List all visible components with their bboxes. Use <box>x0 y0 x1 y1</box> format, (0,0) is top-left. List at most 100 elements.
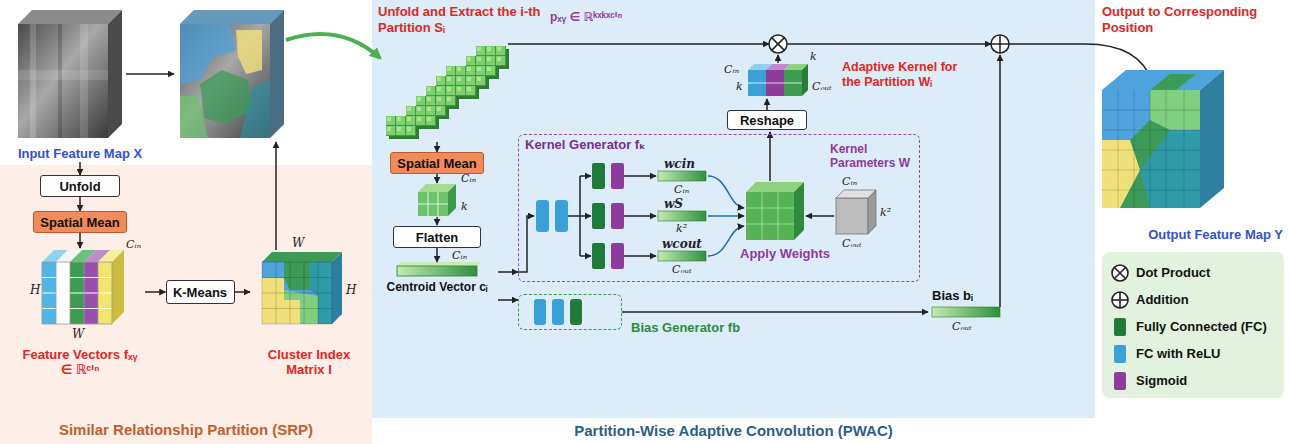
fc-sigmoid-pairs <box>611 163 624 189</box>
input-feature-map <box>18 24 108 138</box>
partition-voxels <box>476 46 506 56</box>
feature-vector-cube <box>84 262 85 324</box>
flow-line <box>508 43 769 45</box>
fc-relu-pair <box>555 200 568 232</box>
legend-swatch <box>1114 345 1126 363</box>
module-band: Similar Relationship Partition (SRP)Unfo… <box>0 165 372 444</box>
dimension-label: k² <box>676 222 687 235</box>
legend-symbol <box>1110 290 1130 310</box>
feature-vector-cube <box>42 262 112 324</box>
cluster-index-matrix <box>262 293 332 294</box>
weight-arrows <box>624 255 656 257</box>
dimension-label: k <box>810 50 817 63</box>
apply-arrows <box>708 226 744 256</box>
group-heading: Kernel Generator fₖ <box>525 137 645 152</box>
connector <box>436 142 438 152</box>
bias-layers <box>570 299 582 325</box>
partitioned-feature-map <box>200 70 252 124</box>
apply-arrows <box>708 176 744 208</box>
legend-text: Dot Product <box>1136 265 1210 280</box>
legend-swatch <box>1114 318 1126 336</box>
feature-vector-cube <box>56 262 57 324</box>
generator-group: Bias Generator fb <box>518 294 622 330</box>
box-label: Spatial Mean <box>397 156 476 171</box>
input-feature-map <box>80 24 88 138</box>
partitioned-feature-map <box>270 10 284 138</box>
bias-vector <box>932 307 1000 317</box>
flow-arrow <box>766 99 768 110</box>
process-box: Unfold <box>40 175 120 197</box>
input-feature-map <box>18 10 122 138</box>
weighted-kernel-cube <box>746 224 794 225</box>
weighted-kernel-cube <box>746 182 804 240</box>
weight-arrows <box>624 176 656 256</box>
fc-sigmoid-pairs <box>592 163 624 269</box>
dimension-label: W <box>292 236 304 250</box>
partition-voxels <box>386 126 416 136</box>
connector <box>622 311 928 313</box>
feature-vector-cube <box>42 277 112 278</box>
weighted-kernel-cube <box>778 192 779 240</box>
dimension-label: Cₒᵤₜ <box>812 80 832 93</box>
weighted-kernel-cube <box>746 208 794 209</box>
connector <box>79 197 81 211</box>
weighted-kernel-cube <box>746 192 794 240</box>
bias-vector <box>932 307 1000 317</box>
connector <box>79 162 81 175</box>
legend-symbol <box>1114 267 1125 278</box>
dimension-label: Cₒᵤₜ <box>672 263 692 276</box>
cluster-index-matrix <box>262 262 332 324</box>
feature-vector-cube <box>42 308 112 309</box>
feature-map-figure: Output Feature Map Y <box>1097 64 1287 242</box>
legend-symbol <box>1112 265 1128 281</box>
connector <box>235 291 251 293</box>
legend-text: Addition <box>1136 292 1189 307</box>
bias-layers <box>534 299 546 325</box>
bias-layers <box>552 299 564 325</box>
feature-vector-cube <box>42 292 112 293</box>
centroid-bar <box>397 262 481 266</box>
kernel-parameter-cube <box>836 198 868 234</box>
branch-arrows <box>580 175 591 177</box>
flow-line <box>787 43 991 45</box>
adaptive-kernel <box>748 83 802 84</box>
cluster-index-matrix <box>262 252 342 324</box>
feature-vector-cube <box>42 262 112 324</box>
dimension-label: Cᵢₙ <box>126 238 141 251</box>
panel-ground <box>372 0 1095 418</box>
annotation: Kernel Parameters W <box>830 143 920 171</box>
centroid-bar <box>397 262 481 276</box>
partitioned-feature-map <box>270 10 284 138</box>
cluster-index-matrix <box>332 252 342 324</box>
vector-figure: Centroid Vector cᵢ <box>376 262 498 306</box>
cluster-index-matrix <box>262 308 332 309</box>
dimension-label: H <box>30 283 40 297</box>
branch-arrows <box>580 176 591 256</box>
annotation: Apply Weights <box>740 246 830 261</box>
dimension-label: Cᵢₙ <box>842 175 857 188</box>
partition-voxels <box>416 96 456 106</box>
dot-product-symbol <box>769 35 787 53</box>
feature-vector-cube <box>98 262 99 324</box>
panel-ground <box>0 0 1095 444</box>
cluster-index-matrix <box>262 252 342 262</box>
flow-arrow <box>126 73 174 75</box>
callout-title: Unfold and Extract the i-th Partition Sᵢ <box>378 4 543 35</box>
dimension-label: Cᵢₙ <box>452 249 467 262</box>
input-feature-map <box>58 24 62 138</box>
extract-arrow <box>286 34 380 58</box>
caption: Centroid Vector cᵢ <box>376 280 498 294</box>
feature-map-figure: Input Feature Map X <box>2 2 158 162</box>
box-label: Reshape <box>740 113 794 128</box>
partition-voxels <box>436 76 486 86</box>
dimension-label: k <box>461 200 468 213</box>
dimension-label: wS <box>664 197 683 211</box>
fc-sigmoid-pairs <box>592 243 605 269</box>
tensor-figure: Cluster Index Matrix I <box>250 248 368 378</box>
pooled-patch <box>418 192 448 216</box>
partitioned-feature-map <box>180 96 208 138</box>
connector <box>498 299 518 301</box>
legend-symbol <box>1110 263 1130 283</box>
partitioned-feature-map <box>240 80 270 138</box>
output-feature-map <box>1102 110 1200 111</box>
